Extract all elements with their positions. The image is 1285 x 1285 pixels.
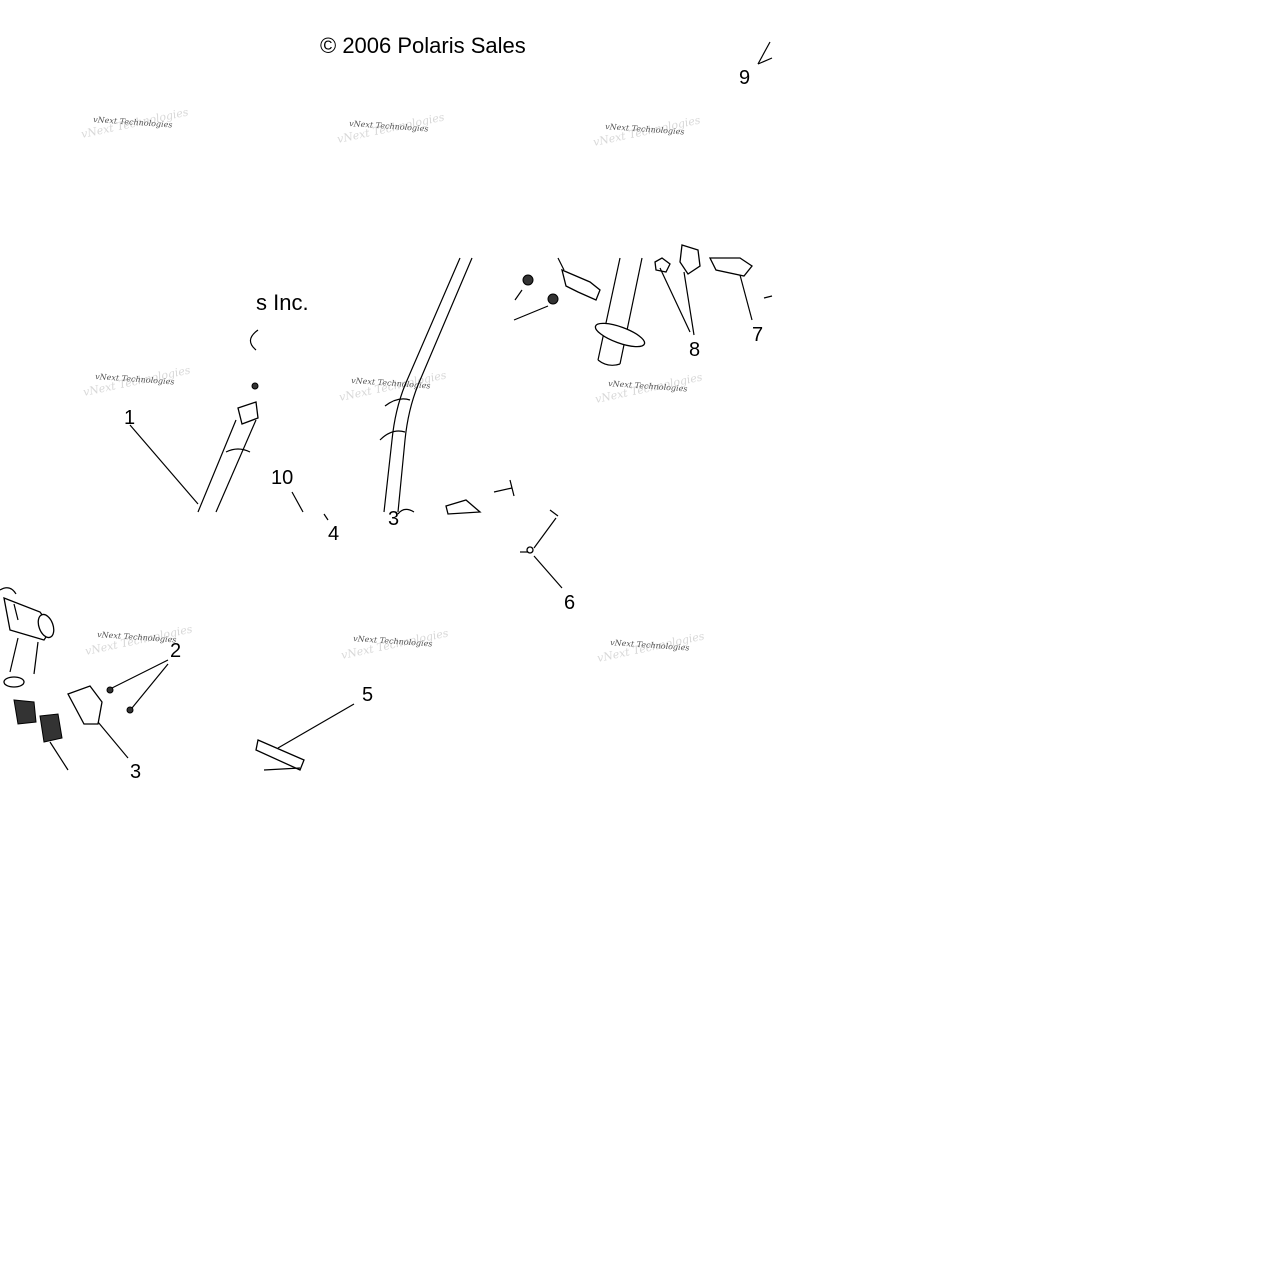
lower-tube-assembly: 1 [124,329,259,513]
steering-column: 8 7 [594,244,773,366]
callout-3: 3 [388,508,399,530]
grip-pin-parts [445,479,559,517]
grip-icon [708,257,753,277]
grip-icon [39,713,63,743]
callout-9-group: 9 [739,41,773,89]
copyright-line: © 2006 Polaris Sales [320,33,526,58]
tube-opening [37,613,55,639]
bolt-icon [251,382,259,390]
clamp-icon [237,401,259,425]
leader-line [757,41,771,65]
callout-2: 2 [170,640,181,662]
lower-left-assembly: 2 3 [0,587,181,783]
bushing-icon [679,244,701,275]
callout-3: 3 [130,761,141,783]
callout-5: 5 [362,684,373,706]
flange [594,322,646,348]
copyright-fragment: s Inc. [256,290,309,315]
nut-icon [522,274,534,286]
callout-9: 9 [739,67,750,89]
clamp-bracket [561,268,601,301]
callout-6-group: 6 [520,517,575,614]
callout-5-group: 5 [255,684,373,771]
callout-1: 1 [124,407,135,429]
grip-icon [13,699,37,725]
flange [3,676,25,688]
clamp-bracket [67,685,103,725]
leader-line [757,57,773,65]
callout-6: 6 [564,592,575,614]
handlebar-tube [379,257,473,513]
callout-10: 10 [271,467,293,489]
pin-icon [526,546,534,554]
callout-3-group-mid: 3 [388,508,415,530]
callout-4-group: 4 [323,513,339,545]
nut-icon [547,293,559,305]
callout-10-group: 10 [271,467,304,513]
callout-8: 8 [689,339,700,361]
grip-icon [445,499,482,515]
callout-4: 4 [328,523,339,545]
bolt-icon [106,686,114,694]
bushing-icon [654,257,671,273]
callout-7: 7 [752,324,763,346]
bar-part [255,739,305,771]
bolt-icon [126,706,134,714]
clamp-nuts-assembly [513,257,601,321]
